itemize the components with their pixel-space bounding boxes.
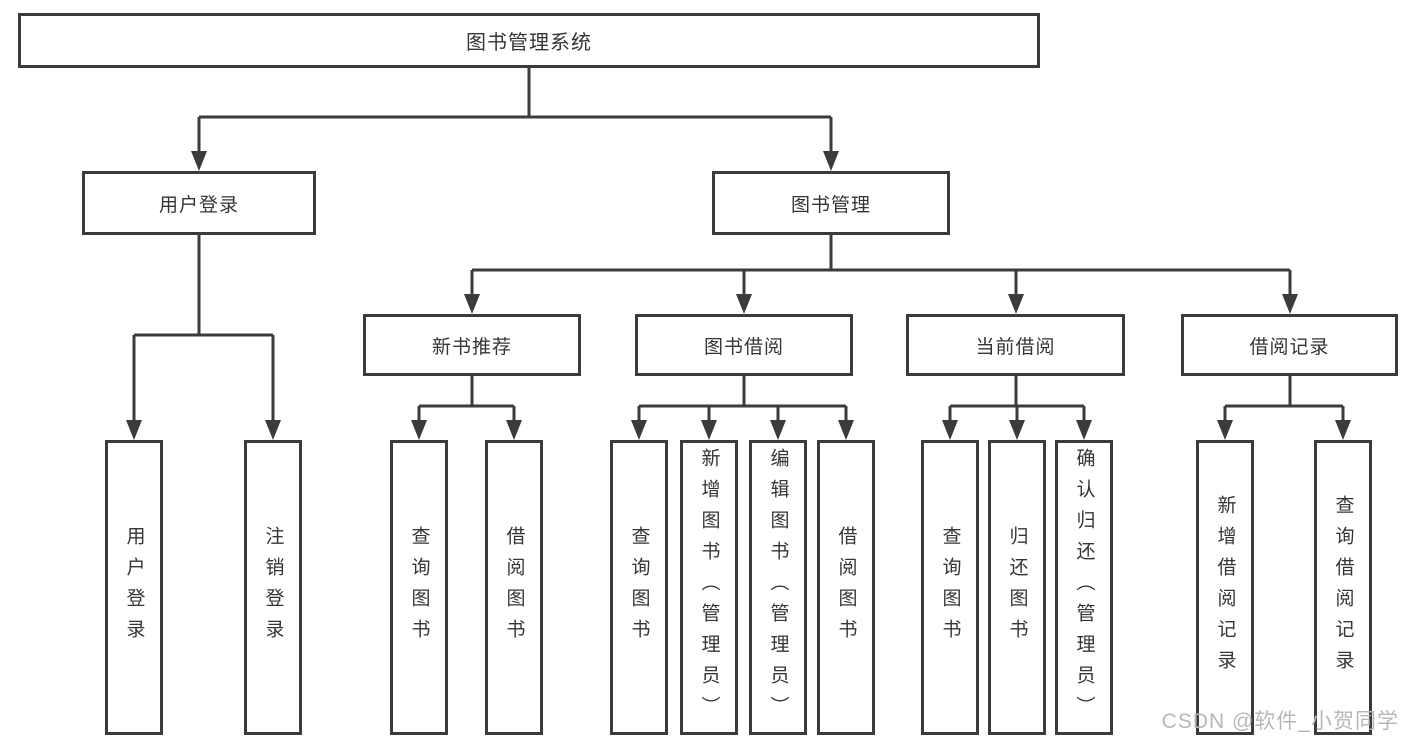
leaf-borrow-books: 借阅图书 [817,440,875,735]
leaf-query-books-current: 查询图书 [921,440,979,735]
leaf-label: 新增借阅记录 [1214,494,1236,681]
connector-book-management-to-level3 [464,235,1298,314]
connector-current-borrow-to-leaves [942,376,1092,440]
node-label: 当前借阅 [975,336,1056,358]
leaf-label: 查询图书 [939,525,961,650]
connector-root-to-level2 [191,68,839,171]
leaf-query-books-recommend: 查询图书 [390,440,448,735]
leaf-label: 编辑图书（管理员） [767,448,789,727]
leaf-return-books: 归还图书 [988,440,1046,735]
leaf-add-borrow-record: 新增借阅记录 [1196,440,1254,735]
leaf-label: 借阅图书 [503,525,525,650]
leaf-edit-books-admin: 编辑图书（管理员） [749,440,807,735]
node-current-borrow: 当前借阅 [906,314,1125,376]
leaf-label: 归还图书 [1006,525,1028,650]
leaf-label: 确认归还（管理员） [1073,448,1095,727]
leaf-label: 注销登录 [262,525,284,650]
node-book-management: 图书管理 [712,171,950,235]
leaf-query-books-borrow: 查询图书 [610,440,668,735]
connector-borrow-records-to-leaves [1217,376,1351,440]
node-label: 用户登录 [158,194,239,216]
leaf-label: 新增图书（管理员） [698,448,720,727]
node-book-borrow: 图书借阅 [635,314,853,376]
leaf-label: 查询借阅记录 [1332,494,1354,681]
leaf-logout: 注销登录 [244,440,302,735]
watermark: CSDN @软件_小贺同学 [1161,710,1399,733]
node-label: 新书推荐 [431,336,512,358]
leaf-user-login: 用户登录 [105,440,163,735]
node-borrow-records: 借阅记录 [1181,314,1398,376]
node-library-management-system: 图书管理系统 [18,13,1040,68]
leaf-label: 查询图书 [628,525,650,650]
connector-user-login-to-leaves [126,235,281,440]
node-new-book-recommend: 新书推荐 [363,314,581,376]
leaf-label: 用户登录 [123,525,145,650]
leaf-label: 借阅图书 [835,525,857,650]
connector-book-borrow-to-leaves [631,376,854,440]
leaf-add-books-admin: 新增图书（管理员） [680,440,738,735]
node-label: 图书借阅 [703,336,784,358]
node-user-login: 用户登录 [82,171,316,235]
leaf-query-borrow-record: 查询借阅记录 [1314,440,1372,735]
node-label: 借阅记录 [1249,336,1330,358]
leaf-borrow-books-recommend: 借阅图书 [485,440,543,735]
node-label: 图书管理系统 [466,32,592,54]
connector-new-book-recommend-to-leaves [411,376,522,440]
leaf-label: 查询图书 [408,525,430,650]
leaf-confirm-return-admin: 确认归还（管理员） [1055,440,1113,735]
node-label: 图书管理 [790,194,871,216]
